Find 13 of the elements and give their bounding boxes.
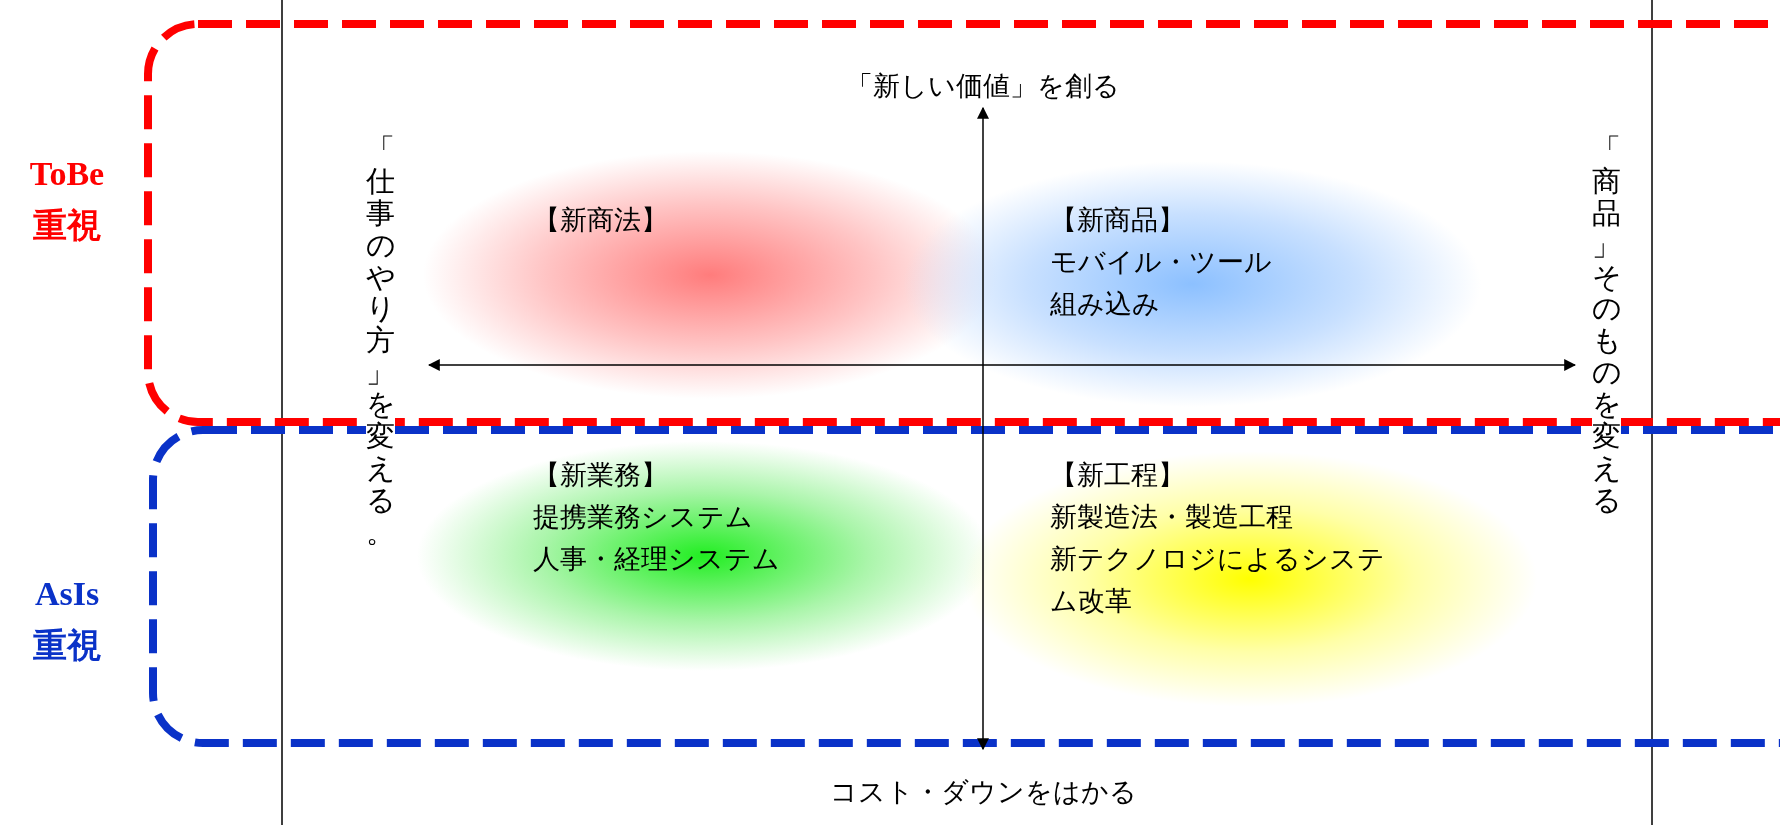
quadrant-item: 新テクノロジによるシステム改革 [1050,542,1386,618]
quadrant-item: 新製造法・製造工程 [1050,500,1294,534]
region-label: AsIs 重視 [32,574,102,666]
quadrant-item: モバイル・ツール [1050,245,1273,279]
quadrant-heading: 【新商法】 [533,203,669,237]
region-label: ToBe 重視 [28,154,106,246]
quadrant-heading: 【新商品】 [1050,203,1186,237]
quadrant-heading: 【新工程】 [1050,458,1186,492]
quadrant-item: 提携業務システム [533,500,754,534]
quadrant-item: 人事・経理システム [533,542,781,576]
vertical-axis-label: 「商品」そのものを変える [1592,134,1621,517]
quadrant-item: 組み込み [1050,287,1161,321]
quadrant-heading: 【新業務】 [533,458,669,492]
